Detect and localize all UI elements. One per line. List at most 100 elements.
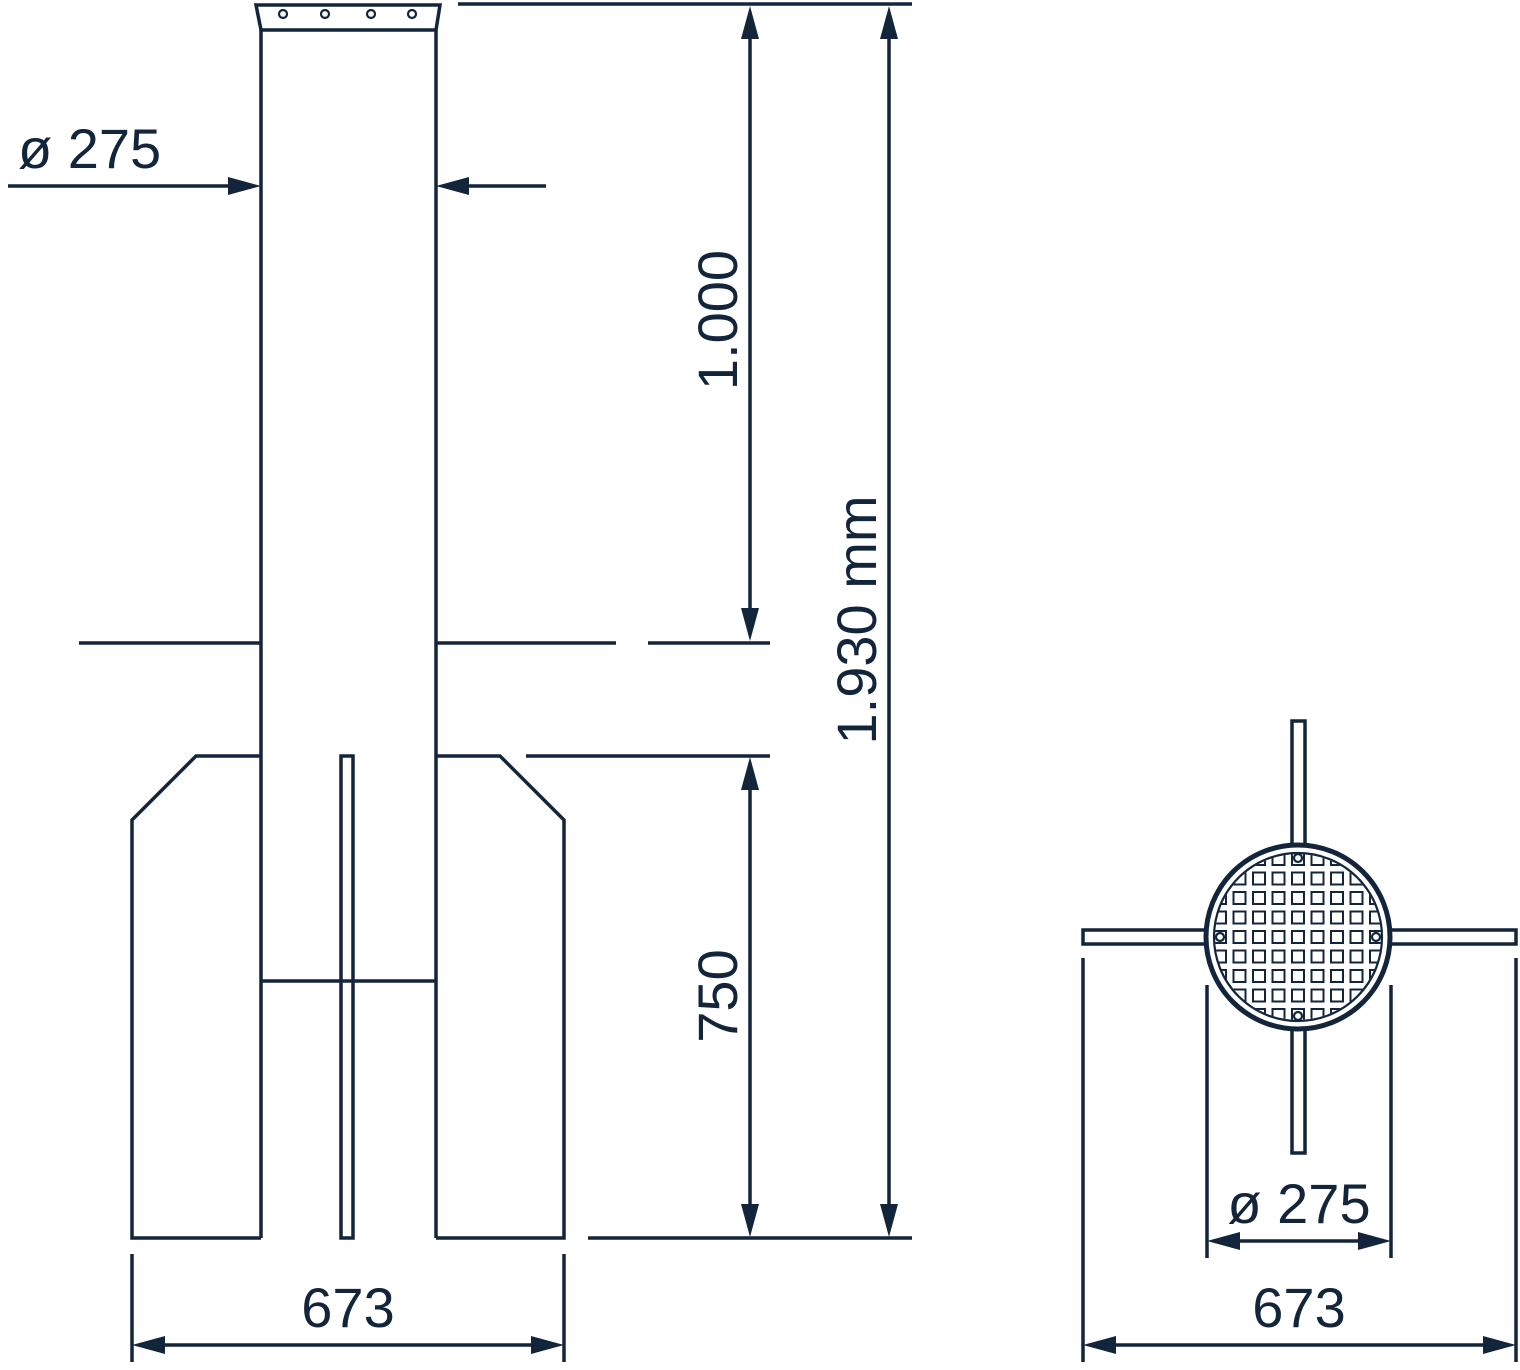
grate-cell [1273, 834, 1285, 846]
grate-cell [1310, 969, 1325, 983]
grate-cell [1330, 891, 1344, 905]
grate-circle [1195, 834, 1402, 1041]
grate-cell [1369, 910, 1381, 925]
grate-cell [1349, 910, 1364, 925]
grate-cell [1330, 988, 1344, 1003]
grate-cell [1330, 930, 1344, 944]
grate-cell [1195, 853, 1207, 865]
grate-cell [1369, 854, 1381, 866]
grate-cell [1369, 1008, 1381, 1020]
grate-cell [1349, 930, 1364, 944]
grate-cell [1252, 969, 1266, 983]
grate-cell [1271, 969, 1286, 983]
grate-cell [1330, 969, 1344, 983]
grate-cell [1330, 871, 1344, 886]
left-fin [130, 754, 261, 1240]
side-view: ø 275 1.000 750 1.930 mm [8, 2, 912, 1362]
grate-cell [1195, 1029, 1207, 1041]
grate-cell [1390, 834, 1402, 846]
grate-cell [1195, 970, 1207, 982]
grate-cell [1215, 949, 1227, 964]
grate-cell [1369, 949, 1381, 964]
grate-cell [1291, 969, 1305, 983]
grate-cell [1252, 871, 1266, 886]
grate-cell [1232, 949, 1247, 964]
bollard-cap [253, 3, 443, 32]
grate-cell [1271, 1008, 1286, 1020]
grate-cell [1390, 853, 1402, 865]
grate-cell [1291, 910, 1305, 925]
grate-cell [1390, 892, 1402, 904]
grate-cell [1291, 988, 1305, 1003]
grate-cell [1252, 930, 1266, 944]
total-height-dimension: 1.930 mm [825, 6, 898, 1237]
grate-cell [1310, 988, 1325, 1003]
grate-cell [1234, 834, 1246, 846]
grate-cell [1310, 871, 1325, 886]
right-fin [436, 754, 566, 1240]
grate-cell [1271, 871, 1286, 886]
grate-cell [1310, 1008, 1325, 1020]
top-diameter-dimension: ø 275 [1205, 985, 1393, 1258]
embedded-depth-label: 750 [686, 949, 749, 1042]
grate-cell [1331, 1029, 1343, 1041]
grate-cell [1252, 949, 1266, 964]
grate-cell [1273, 1029, 1285, 1041]
grate-cell [1310, 949, 1325, 964]
grate-cell [1232, 930, 1247, 944]
grate-cell [1252, 910, 1266, 925]
grate-cell [1310, 910, 1325, 925]
grate-cell [1312, 834, 1324, 846]
side-diameter-dimension: ø 275 [8, 117, 546, 195]
grate-cell [1271, 930, 1286, 944]
height-above-ground-label: 1.000 [686, 250, 749, 390]
grate-cell [1195, 1009, 1207, 1021]
top-diameter-label: ø 275 [1227, 1172, 1370, 1235]
grate-cell [1195, 892, 1207, 904]
grate-cell [1291, 854, 1305, 866]
grate-cell [1252, 988, 1266, 1003]
side-width-label: 673 [301, 1276, 394, 1339]
grate-cell [1271, 910, 1286, 925]
grate-cell [1310, 891, 1325, 905]
grate-cell [1349, 891, 1364, 905]
grate-cell [1369, 930, 1381, 944]
grate-cell [1312, 1029, 1324, 1041]
side-width-dimension: 673 [130, 1254, 566, 1362]
grate-cell [1214, 1029, 1226, 1041]
top-width-label: 673 [1252, 1276, 1345, 1339]
top-width-dimension: 673 [1081, 958, 1518, 1362]
grate-cell [1271, 988, 1286, 1003]
grate-cell [1291, 871, 1305, 886]
grate-cell [1310, 930, 1325, 944]
grate-cell [1215, 910, 1227, 925]
grate-cell [1370, 1029, 1382, 1041]
center-fin [339, 754, 355, 1240]
embedded-depth-dimension: 750 [686, 757, 759, 1237]
bollard-tube [259, 30, 438, 1238]
grate-cell [1252, 891, 1266, 905]
grate-cell [1195, 951, 1207, 963]
grate-cell [1214, 834, 1226, 846]
grate-cell [1390, 970, 1402, 982]
grate-cell [1232, 891, 1247, 905]
grate-cell [1291, 949, 1305, 964]
grate-cell [1271, 854, 1286, 866]
grate-cell [1271, 891, 1286, 905]
grate-cell [1291, 891, 1305, 905]
grate-cell [1351, 834, 1363, 846]
grate-cell [1253, 1029, 1265, 1041]
grate-cell [1390, 951, 1402, 963]
grate-cell [1215, 1008, 1227, 1020]
grate-cell [1349, 969, 1364, 983]
grate-cell [1232, 910, 1247, 925]
height-above-ground-dimension: 1.000 [686, 6, 759, 641]
grate-cell [1215, 854, 1227, 866]
grate-cell [1330, 949, 1344, 964]
grate-cell [1349, 949, 1364, 964]
grate-cell [1390, 873, 1402, 885]
grate-cell [1291, 1008, 1305, 1020]
grate-cell [1291, 930, 1305, 944]
grate-cell [1253, 834, 1265, 846]
